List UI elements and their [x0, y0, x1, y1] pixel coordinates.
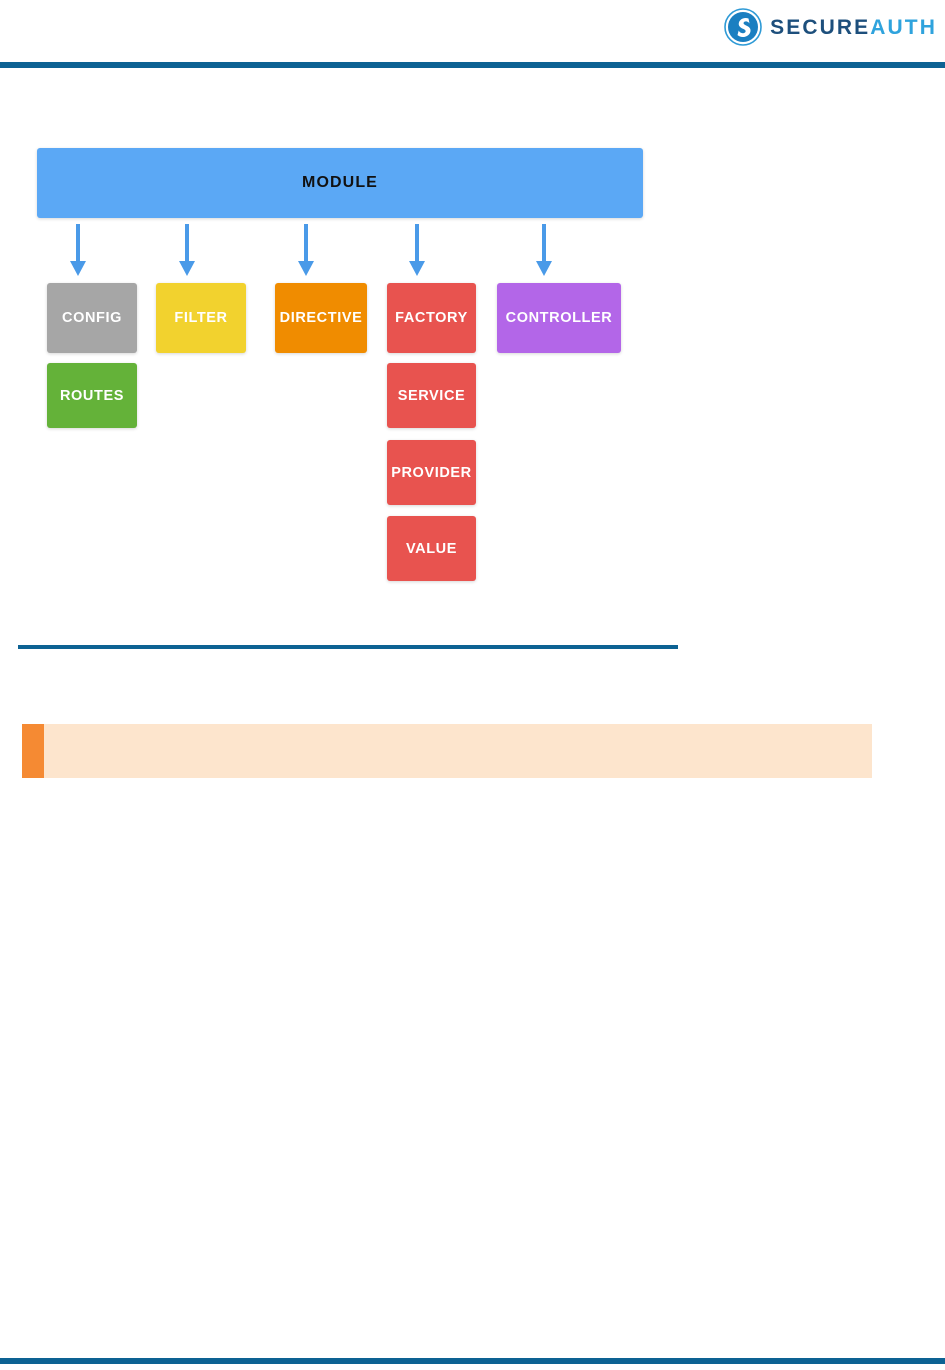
callout-accent-bar	[22, 724, 44, 778]
diagram-node-controller: CONTROLLER	[497, 283, 621, 353]
header-logo: SECUREAUTH	[724, 8, 937, 46]
diagram-node-module: MODULE	[37, 148, 643, 218]
diagram-node-value: VALUE	[387, 516, 476, 581]
section-divider-rule	[18, 645, 678, 649]
diagram-node-directive: DIRECTIVE	[275, 283, 367, 353]
diagram-node-service: SERVICE	[387, 363, 476, 428]
diagram-node-factory: FACTORY	[387, 283, 476, 353]
diagram-node-provider: PROVIDER	[387, 440, 476, 505]
diagram-node-routes: ROUTES	[47, 363, 137, 428]
brand-primary-text: SECURE	[770, 15, 871, 39]
arrow-down-icon	[63, 224, 93, 278]
footer-rule	[0, 1358, 945, 1364]
arrow-down-icon	[172, 224, 202, 278]
arrow-down-icon	[402, 224, 432, 278]
note-callout	[22, 724, 872, 778]
header-rule	[0, 62, 945, 68]
secureauth-swirl-logo-icon	[724, 8, 762, 46]
diagram-node-filter: FILTER	[156, 283, 246, 353]
arrow-down-icon	[291, 224, 321, 278]
callout-text	[44, 724, 872, 778]
angular-module-architecture-diagram: MODULE CONFIG ROUTES FILTER DIRECTIVE FACTOR…	[0, 0, 945, 620]
brand-secondary-text: AUTH	[870, 15, 937, 39]
arrow-down-icon	[529, 224, 559, 278]
brand-wordmark: SECUREAUTH	[770, 17, 937, 38]
diagram-node-config: CONFIG	[47, 283, 137, 353]
